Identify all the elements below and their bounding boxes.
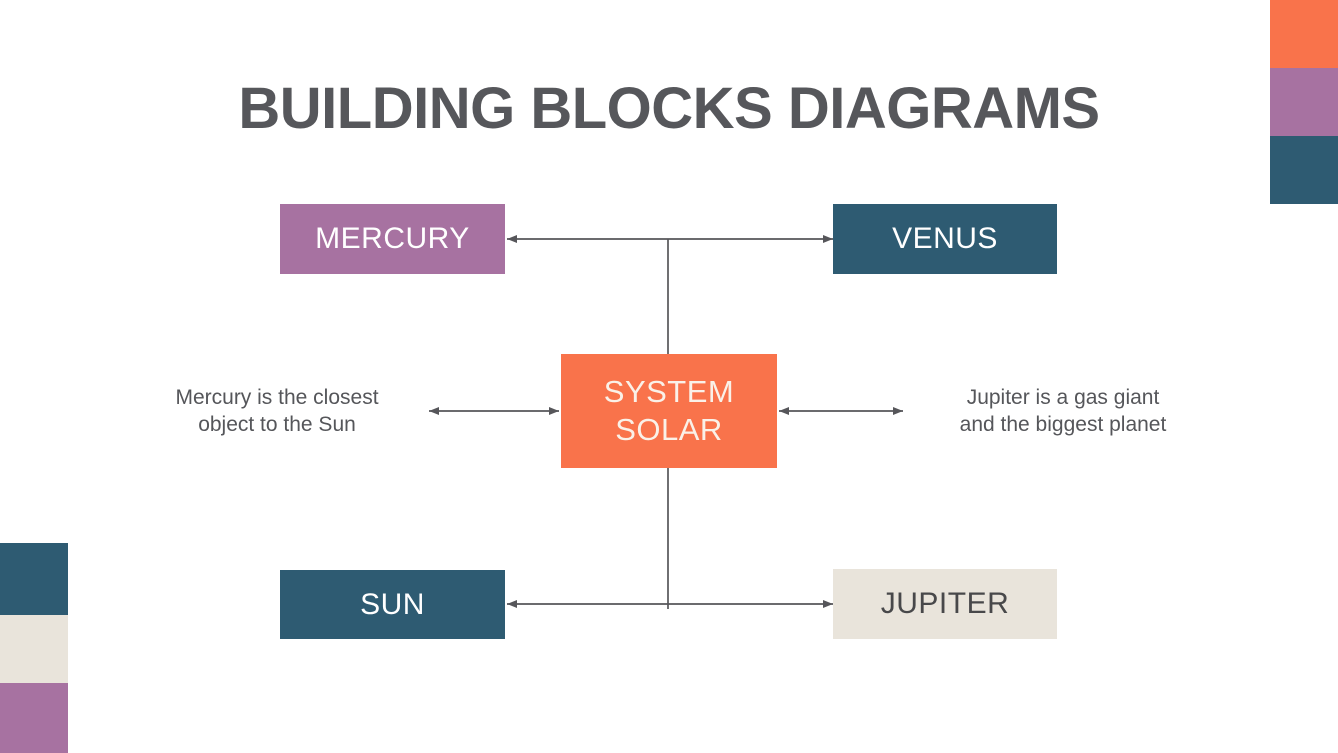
- decor-bottom-left-purple-block: [0, 683, 68, 753]
- node-venus: VENUS: [833, 204, 1057, 274]
- node-venus-label: VENUS: [892, 222, 998, 255]
- annotation-mercury-line1: Mercury is the closest: [175, 386, 379, 409]
- node-system-solar-label-line2: SOLAR: [615, 412, 723, 447]
- node-mercury: MERCURY: [280, 204, 505, 274]
- node-sun: SUN: [280, 570, 505, 639]
- node-jupiter: JUPITER: [833, 569, 1057, 639]
- decor-top-right-purple-block: [1270, 68, 1338, 136]
- node-sun-label: SUN: [360, 587, 425, 621]
- slide-title: BUILDING BLOCKS DIAGRAMS: [238, 76, 1100, 141]
- annotation-jupiter-description: Jupiter is a gas giant and the biggest p…: [923, 384, 1203, 438]
- annotation-mercury-description: Mercury is the closest object to the Sun: [137, 384, 417, 438]
- decor-top-right-orange-block: [1270, 0, 1338, 68]
- node-system-solar: SYSTEM SOLAR: [561, 354, 777, 468]
- annotation-mercury-line2: object to the Sun: [198, 413, 356, 436]
- decor-bottom-left-teal-block: [0, 543, 68, 615]
- node-mercury-label: MERCURY: [315, 222, 470, 255]
- node-system-solar-label-line1: SYSTEM: [603, 374, 735, 409]
- annotation-jupiter-line2: and the biggest planet: [959, 413, 1167, 436]
- decor-top-right-teal-block: [1270, 136, 1338, 204]
- decor-bottom-left-cream-block: [0, 615, 68, 683]
- annotation-jupiter-line1: Jupiter is a gas giant: [966, 386, 1160, 409]
- node-jupiter-label: JUPITER: [880, 587, 1010, 620]
